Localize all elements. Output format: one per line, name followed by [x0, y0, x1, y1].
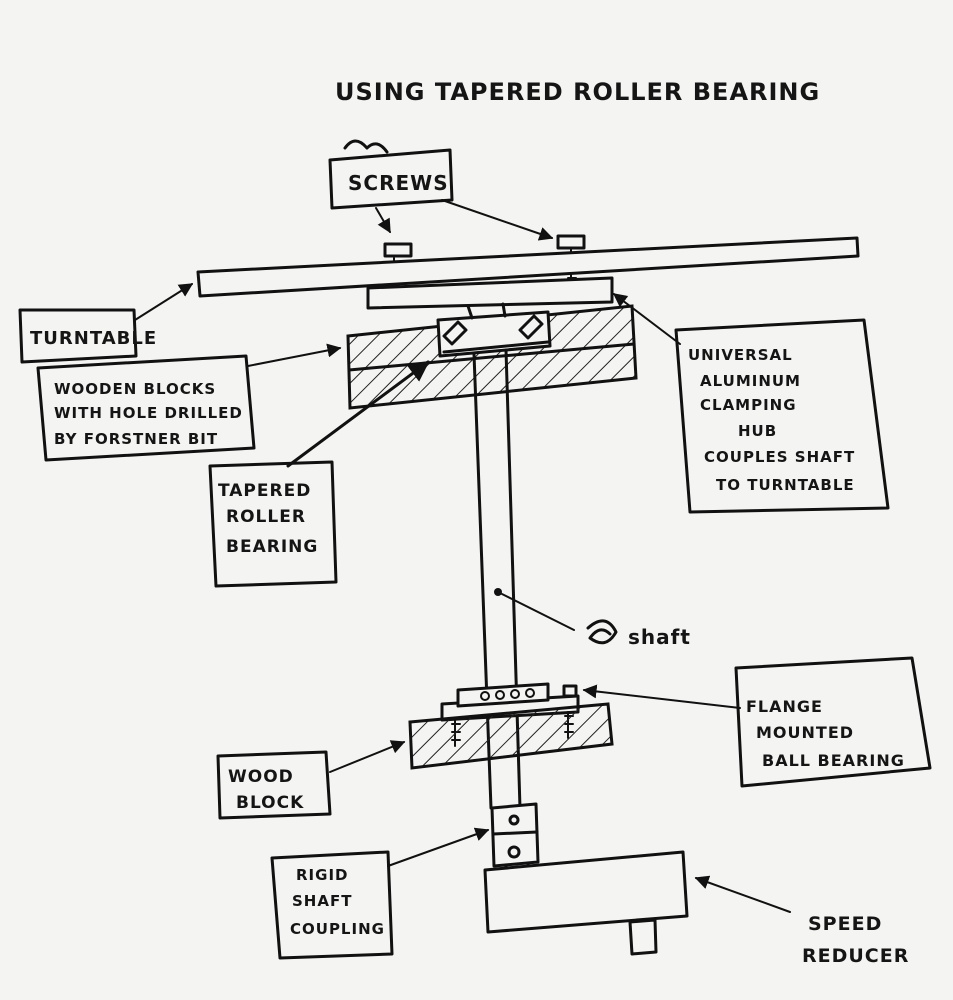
speed-reducer-line-2: REDUCER	[802, 945, 909, 967]
hub-line-5: COUPLES SHAFT	[704, 448, 855, 466]
screw-heads	[383, 234, 586, 299]
flange-label: FLANGE MOUNTED BALL BEARING	[734, 656, 932, 788]
coupling-arrow	[387, 827, 490, 867]
speed-reducer-arrow	[694, 875, 791, 913]
flange-line-1: FLANGE	[746, 697, 823, 716]
wooden-blocks-line-1: WOODEN BLOCKS	[54, 380, 216, 398]
shaft-scribble	[586, 619, 618, 645]
rigid-coupling-label: RIGID SHAFT COUPLING	[270, 850, 394, 960]
clamping-hub	[366, 276, 614, 310]
coupling-line-3: COUPLING	[290, 920, 385, 938]
clamping-hub-label: UNIVERSAL ALUMINUM CLAMPING HUB COUPLES …	[674, 318, 890, 514]
hub-line-6: TO TURNTABLE	[716, 476, 855, 494]
wood-block-line-2: BLOCK	[236, 793, 304, 813]
coupling-line-2: SHAFT	[292, 892, 352, 910]
wood-block	[408, 702, 614, 770]
turntable-arrow	[134, 283, 194, 321]
wood-block-line-1: WOOD	[228, 767, 294, 787]
hub-line-3: CLAMPING	[700, 396, 797, 414]
screws-label-text: SCREWS	[348, 171, 449, 195]
wood-block-label: WOOD BLOCK	[216, 750, 332, 820]
tapered-line-2: ROLLER	[226, 507, 306, 527]
hub-arrow	[612, 293, 681, 345]
tapered-roller-bearing-label: TAPERED ROLLER BEARING	[208, 460, 338, 588]
screws-arrow-left	[375, 207, 391, 234]
wooden-blocks-label: WOODEN BLOCKS WITH HOLE DRILLED BY FORST…	[36, 354, 256, 462]
screws-label: SCREWS	[328, 139, 454, 210]
hub-line-2: ALUMINUM	[700, 372, 801, 390]
diagram-title: USING TAPERED ROLLER BEARING	[335, 78, 820, 106]
hub-line-4: HUB	[738, 422, 777, 440]
tapered-arrow	[286, 360, 430, 468]
coupling-line-1: RIGID	[296, 866, 348, 884]
turntable-label: TURNTABLE	[18, 308, 157, 364]
speed-reducer-line-1: SPEED	[808, 913, 882, 935]
wooden-blocks-line-3: BY FORSTNER BIT	[54, 430, 218, 448]
shaft-leader	[501, 593, 575, 631]
hub-line-1: UNIVERSAL	[688, 346, 793, 364]
wooden-blocks-arrow	[247, 343, 342, 367]
flange-arrow	[582, 684, 741, 709]
tapered-roller-bearing	[442, 314, 550, 354]
turntable	[196, 236, 860, 298]
shaft-label-text: shaft	[628, 625, 691, 649]
wood-block-arrow	[329, 740, 406, 773]
speed-reducer	[483, 850, 689, 956]
rigid-shaft-coupling	[490, 802, 540, 880]
tapered-line-3: BEARING	[226, 537, 318, 557]
tapered-line-1: TAPERED	[218, 481, 311, 501]
wooden-blocks	[346, 304, 638, 410]
flange-line-2: MOUNTED	[756, 723, 854, 742]
wooden-blocks-line-2: WITH HOLE DRILLED	[54, 404, 243, 422]
shaft-upper	[466, 302, 507, 320]
turntable-label-text: TURNTABLE	[30, 328, 157, 349]
flange-line-3: BALL BEARING	[762, 751, 905, 770]
screws-arrow-right	[441, 199, 554, 241]
